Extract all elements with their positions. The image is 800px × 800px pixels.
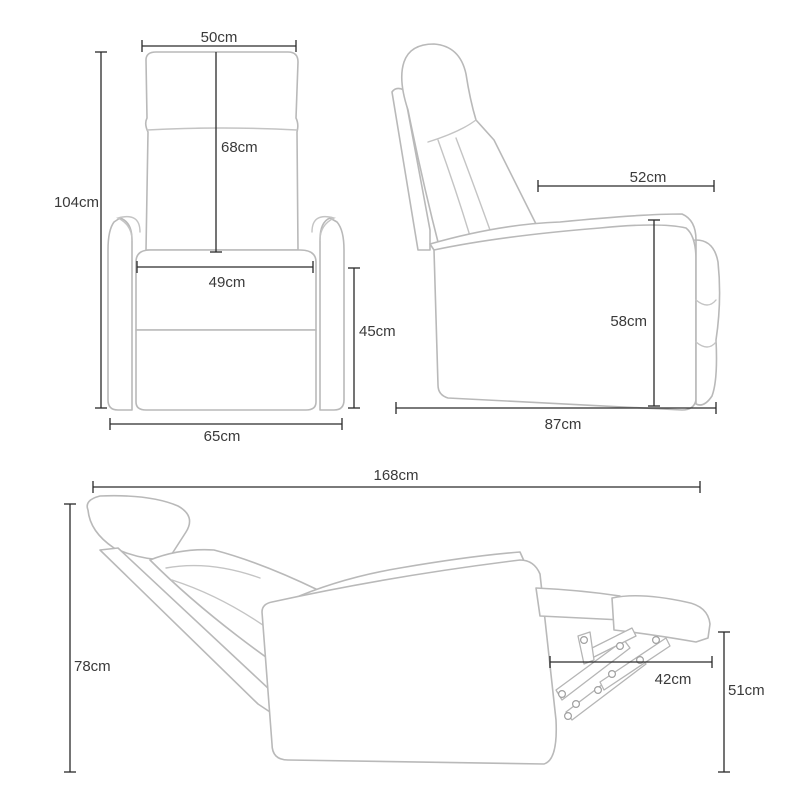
reclined-leg-rest <box>535 587 623 621</box>
reclined-footrest-height-label: 51cm <box>728 682 765 699</box>
reclined-headrest <box>86 494 191 561</box>
front-backrest <box>144 51 299 251</box>
front-base <box>135 329 317 411</box>
dimension-lines <box>64 40 730 773</box>
front-back-height-label: 68cm <box>221 139 258 156</box>
side-front-cushion <box>695 239 721 406</box>
reclined-total-length-label: 168cm <box>373 467 418 484</box>
front-total-width-label: 65cm <box>204 428 241 445</box>
dimension-labels: 50cm 68cm 49cm 104cm 45cm 65cm 52cm 58cm… <box>54 29 765 699</box>
front-left-armrest <box>107 217 133 411</box>
front-seat-height-label: 45cm <box>359 323 396 340</box>
reclined-armrest-body <box>261 559 558 765</box>
side-view-chair <box>391 43 721 411</box>
front-seat-width-label: 49cm <box>209 274 246 291</box>
front-right-armrest <box>319 217 345 411</box>
reclined-height-label: 78cm <box>74 658 111 675</box>
reclined-footrest-mechanism <box>555 627 671 721</box>
side-backrest <box>400 43 541 251</box>
front-seat-cushion <box>135 249 317 331</box>
side-total-depth-label: 87cm <box>545 416 582 433</box>
side-armrest-body <box>433 224 697 411</box>
reclined-view-chair <box>86 494 711 765</box>
side-armrest-height-label: 58cm <box>610 313 647 330</box>
front-view-chair <box>107 51 345 411</box>
front-top-width-label: 50cm <box>201 29 238 46</box>
reclined-foot-rest <box>611 594 711 643</box>
reclined-footrest-length-label: 42cm <box>655 671 692 688</box>
side-seat-depth-label: 52cm <box>630 169 667 186</box>
front-total-height-label: 104cm <box>54 194 99 211</box>
